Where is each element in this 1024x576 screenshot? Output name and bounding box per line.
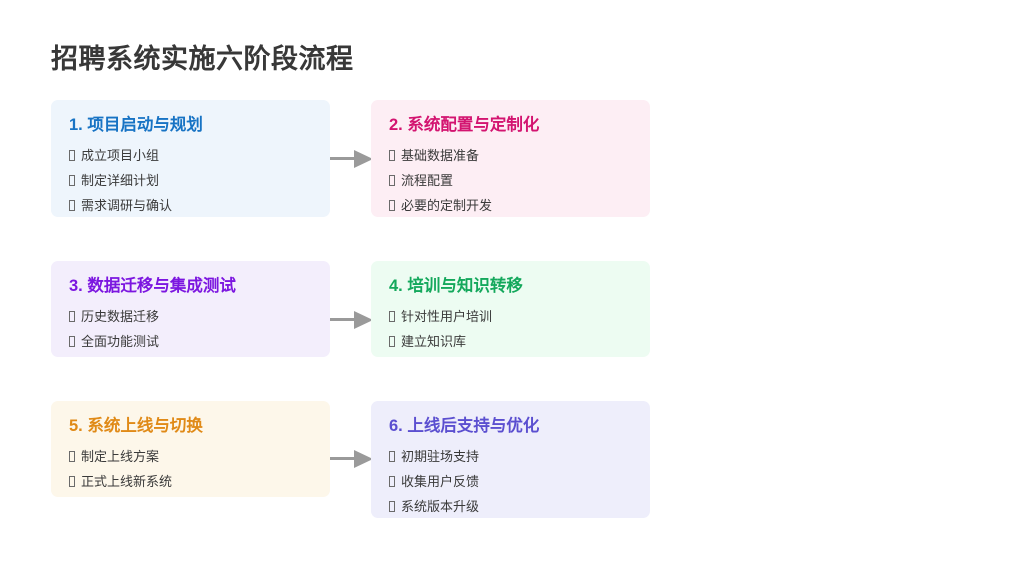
- stage-card-4-items: 针对性用户培训 建立知识库: [389, 304, 650, 354]
- list-item: 必要的定制开发: [389, 193, 650, 218]
- bullet-box-icon: [389, 175, 395, 186]
- stage-card-6-title: 6. 上线后支持与优化: [389, 417, 540, 435]
- list-item-label: 制定详细计划: [81, 173, 160, 188]
- bullet-box-icon: [69, 476, 75, 487]
- stage-card-5[interactable]: 5. 系统上线与切换 制定上线方案 正式上线新系统: [51, 401, 330, 497]
- list-item: 流程配置: [389, 168, 650, 193]
- bullet-box-icon: [69, 311, 75, 322]
- arrow-stage-3-to-4: [330, 311, 373, 329]
- list-item: 正式上线新系统: [69, 469, 330, 494]
- list-item-label: 制定上线方案: [81, 449, 160, 464]
- arrow-stage-5-to-6: [330, 450, 373, 468]
- list-item: 制定上线方案: [69, 444, 330, 469]
- list-item-label: 需求调研与确认: [81, 198, 173, 213]
- bullet-box-icon: [389, 336, 395, 347]
- stage-card-1-title: 1. 项目启动与规划: [69, 116, 203, 134]
- list-item: 建立知识库: [389, 329, 650, 354]
- bullet-box-icon: [389, 200, 395, 211]
- stage-card-3-items: 历史数据迁移 全面功能测试: [69, 304, 330, 354]
- stage-card-2-title: 2. 系统配置与定制化: [389, 116, 540, 134]
- bullet-box-icon: [69, 175, 75, 186]
- stage-card-6[interactable]: 6. 上线后支持与优化 初期驻场支持 收集用户反馈 系统版本升级: [371, 401, 650, 518]
- list-item: 系统版本升级: [389, 494, 650, 519]
- bullet-box-icon: [389, 311, 395, 322]
- bullet-box-icon: [69, 200, 75, 211]
- bullet-box-icon: [389, 150, 395, 161]
- stage-card-4-title: 4. 培训与知识转移: [389, 277, 523, 295]
- stage-card-5-items: 制定上线方案 正式上线新系统: [69, 444, 330, 494]
- stage-card-1[interactable]: 1. 项目启动与规划 成立项目小组 制定详细计划 需求调研与确认: [51, 100, 330, 217]
- arrow-shaft: [330, 157, 356, 160]
- stage-card-3[interactable]: 3. 数据迁移与集成测试 历史数据迁移 全面功能测试: [51, 261, 330, 357]
- list-item-label: 必要的定制开发: [401, 198, 493, 213]
- list-item-label: 初期驻场支持: [401, 449, 480, 464]
- list-item-label: 历史数据迁移: [81, 309, 160, 324]
- stage-card-3-title: 3. 数据迁移与集成测试: [69, 277, 236, 295]
- page-title: 招聘系统实施六阶段流程: [51, 44, 354, 74]
- arrow-head-icon: [354, 311, 373, 329]
- bullet-box-icon: [389, 476, 395, 487]
- arrow-head-icon: [354, 150, 373, 168]
- list-item-label: 全面功能测试: [81, 334, 160, 349]
- list-item: 基础数据准备: [389, 143, 650, 168]
- list-item-label: 基础数据准备: [401, 148, 480, 163]
- bullet-box-icon: [389, 451, 395, 462]
- list-item: 初期驻场支持: [389, 444, 650, 469]
- stage-card-2[interactable]: 2. 系统配置与定制化 基础数据准备 流程配置 必要的定制开发: [371, 100, 650, 217]
- list-item-label: 针对性用户培训: [401, 309, 493, 324]
- stage-card-1-items: 成立项目小组 制定详细计划 需求调研与确认: [69, 143, 330, 218]
- list-item: 针对性用户培训: [389, 304, 650, 329]
- list-item-label: 建立知识库: [401, 334, 467, 349]
- list-item-label: 成立项目小组: [81, 148, 160, 163]
- stage-card-6-items: 初期驻场支持 收集用户反馈 系统版本升级: [389, 444, 650, 519]
- list-item-label: 正式上线新系统: [81, 474, 173, 489]
- list-item: 全面功能测试: [69, 329, 330, 354]
- bullet-box-icon: [389, 501, 395, 512]
- list-item: 收集用户反馈: [389, 469, 650, 494]
- stage-card-4[interactable]: 4. 培训与知识转移 针对性用户培训 建立知识库: [371, 261, 650, 357]
- arrow-head-icon: [354, 450, 373, 468]
- stage-card-5-title: 5. 系统上线与切换: [69, 417, 203, 435]
- list-item: 成立项目小组: [69, 143, 330, 168]
- list-item-label: 收集用户反馈: [401, 474, 480, 489]
- arrow-shaft: [330, 318, 356, 321]
- list-item: 制定详细计划: [69, 168, 330, 193]
- stage-card-2-items: 基础数据准备 流程配置 必要的定制开发: [389, 143, 650, 218]
- list-item-label: 流程配置: [401, 173, 454, 188]
- bullet-box-icon: [69, 336, 75, 347]
- bullet-box-icon: [69, 150, 75, 161]
- arrow-shaft: [330, 457, 356, 460]
- list-item-label: 系统版本升级: [401, 499, 480, 514]
- list-item: 历史数据迁移: [69, 304, 330, 329]
- list-item: 需求调研与确认: [69, 193, 330, 218]
- arrow-stage-1-to-2: [330, 150, 373, 168]
- bullet-box-icon: [69, 451, 75, 462]
